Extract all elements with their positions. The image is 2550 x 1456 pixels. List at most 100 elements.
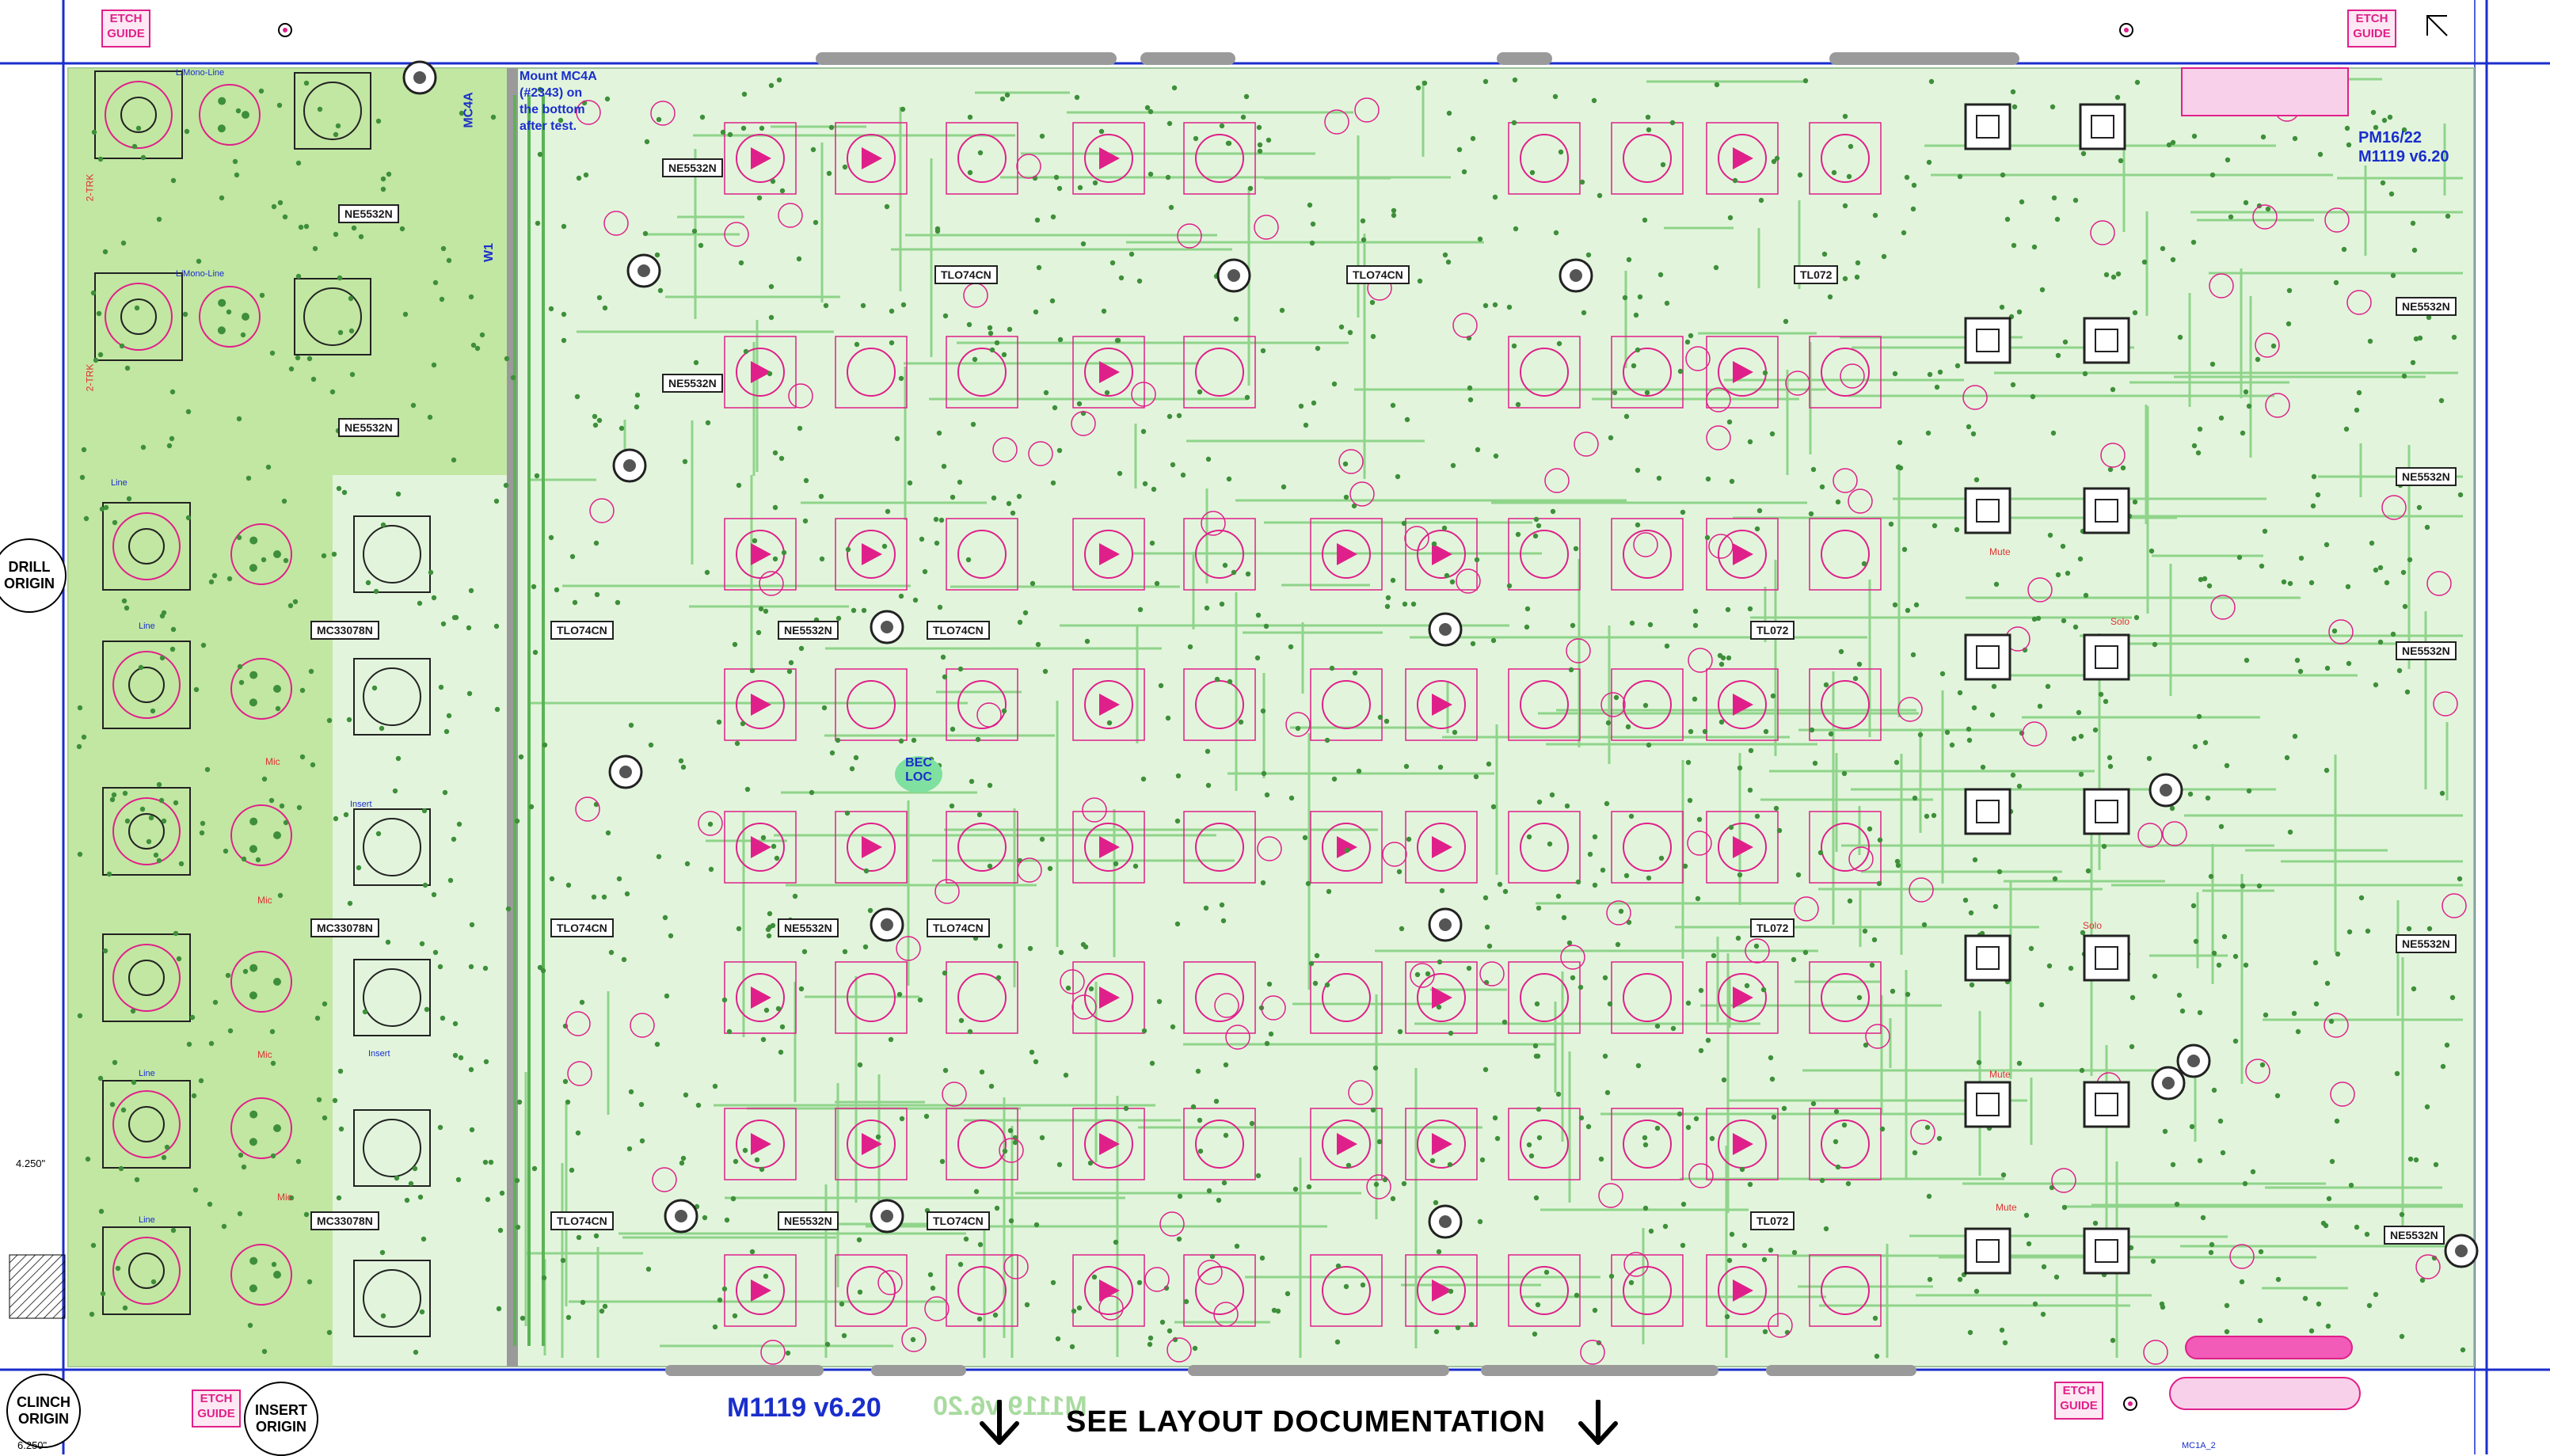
- pad: [1219, 902, 1225, 908]
- etch-guide-line1: ETCH: [200, 1392, 233, 1405]
- pad: [2317, 151, 2324, 158]
- pad: [1925, 430, 1932, 436]
- etch-guide-line2: GUIDE: [197, 1407, 235, 1420]
- pot-indicator: [751, 1279, 771, 1302]
- pad: [2445, 213, 2451, 219]
- pad: [173, 930, 179, 937]
- pad: [1447, 1161, 1453, 1168]
- pad: [140, 444, 147, 450]
- pad: [2311, 473, 2317, 480]
- pad: [562, 1078, 569, 1085]
- push-switch-cap: [2095, 1093, 2118, 1116]
- pad: [2016, 309, 2023, 315]
- pad: [2190, 903, 2197, 909]
- pad: [863, 868, 870, 874]
- pad: [1685, 1124, 1692, 1131]
- fiducial-4: [2123, 1397, 2137, 1411]
- pad: [615, 599, 621, 606]
- pad: [2169, 805, 2175, 812]
- pad: [124, 365, 131, 371]
- pad: [419, 941, 425, 947]
- capacitor-ring: [1214, 993, 1239, 1018]
- pad: [1926, 159, 1932, 165]
- insert-origin-marker: INSERT ORIGIN: [244, 1382, 318, 1456]
- pad: [186, 1041, 192, 1047]
- pad: [628, 722, 634, 728]
- pad: [1461, 169, 1467, 175]
- pad: [1892, 371, 1898, 377]
- pad: [976, 812, 983, 818]
- pad: [447, 877, 454, 884]
- capacitor-ring: [1349, 481, 1375, 507]
- pad: [889, 308, 895, 314]
- capacitor-ring: [1167, 1337, 1192, 1363]
- pad: [1484, 924, 1490, 930]
- chip-ne5532-4: NE5532N: [338, 418, 399, 437]
- pad: [1872, 1315, 1878, 1321]
- etch-guide-line2: GUIDE: [2353, 27, 2391, 40]
- capacitor-ring: [2381, 495, 2407, 520]
- jack-outline: [94, 70, 183, 159]
- pad: [2187, 791, 2194, 797]
- pad: [1973, 477, 1980, 483]
- pad: [2358, 895, 2365, 901]
- pad: [938, 517, 945, 523]
- pad: [561, 311, 567, 317]
- pad: [561, 337, 567, 344]
- pad: [1809, 727, 1815, 733]
- pad: [1177, 1193, 1183, 1199]
- pot-knob-ring: [1195, 348, 1244, 397]
- pad: [408, 1180, 414, 1187]
- pad: [1361, 237, 1367, 243]
- pad: [303, 223, 310, 230]
- etch-guide-line2: GUIDE: [2060, 1399, 2098, 1412]
- pad: [139, 806, 146, 812]
- pad: [1260, 880, 1266, 886]
- bottom-ribbon-connector: [2185, 1336, 2353, 1359]
- pad: [1285, 1291, 1291, 1297]
- pot-knob-ring: [957, 134, 1007, 183]
- push-switch-cap: [2091, 115, 2114, 139]
- pad: [702, 1215, 708, 1221]
- pot-outline: [1611, 1108, 1684, 1180]
- pad: [1356, 768, 1362, 774]
- push-switch-cap: [1976, 946, 2000, 970]
- capacitor-ring: [901, 1327, 927, 1352]
- pad: [1104, 390, 1110, 396]
- pot-indicator: [751, 361, 771, 383]
- pad: [158, 797, 165, 804]
- pad: [1670, 1025, 1677, 1032]
- mount-note-line2: (#2343) on: [520, 86, 583, 100]
- capacitor-ring: [788, 383, 813, 409]
- pad: [1288, 795, 1295, 801]
- pad: [1245, 571, 1251, 577]
- pad: [2197, 1158, 2203, 1164]
- pad: [1415, 85, 1422, 91]
- capacitor-ring: [1082, 797, 1107, 823]
- capacitor-ring: [1071, 411, 1096, 436]
- capacitor-ring: [976, 702, 1002, 728]
- capacitor-ring: [1285, 712, 1311, 737]
- jack-inner: [128, 528, 165, 565]
- pad: [1259, 1255, 1265, 1261]
- pad: [1744, 983, 1750, 989]
- capacitor-ring: [778, 203, 803, 228]
- pad: [2402, 603, 2408, 610]
- pad: [1592, 834, 1598, 840]
- pot-indicator: [751, 836, 771, 858]
- top-edge-tab-3: [1497, 52, 1552, 65]
- pad: [1728, 824, 1734, 831]
- pad: [626, 1146, 633, 1152]
- pad: [2365, 928, 2371, 934]
- capacitor-ring: [1382, 842, 1407, 867]
- pad: [1351, 503, 1357, 509]
- pad: [375, 831, 382, 837]
- pad: [2224, 1302, 2230, 1309]
- pad: [1397, 1028, 1403, 1035]
- pad: [2019, 199, 2025, 205]
- xlr-pin: [249, 991, 257, 1000]
- pad: [2328, 1018, 2335, 1025]
- pad: [120, 240, 127, 246]
- pot-indicator: [751, 987, 771, 1009]
- pad: [565, 1314, 572, 1321]
